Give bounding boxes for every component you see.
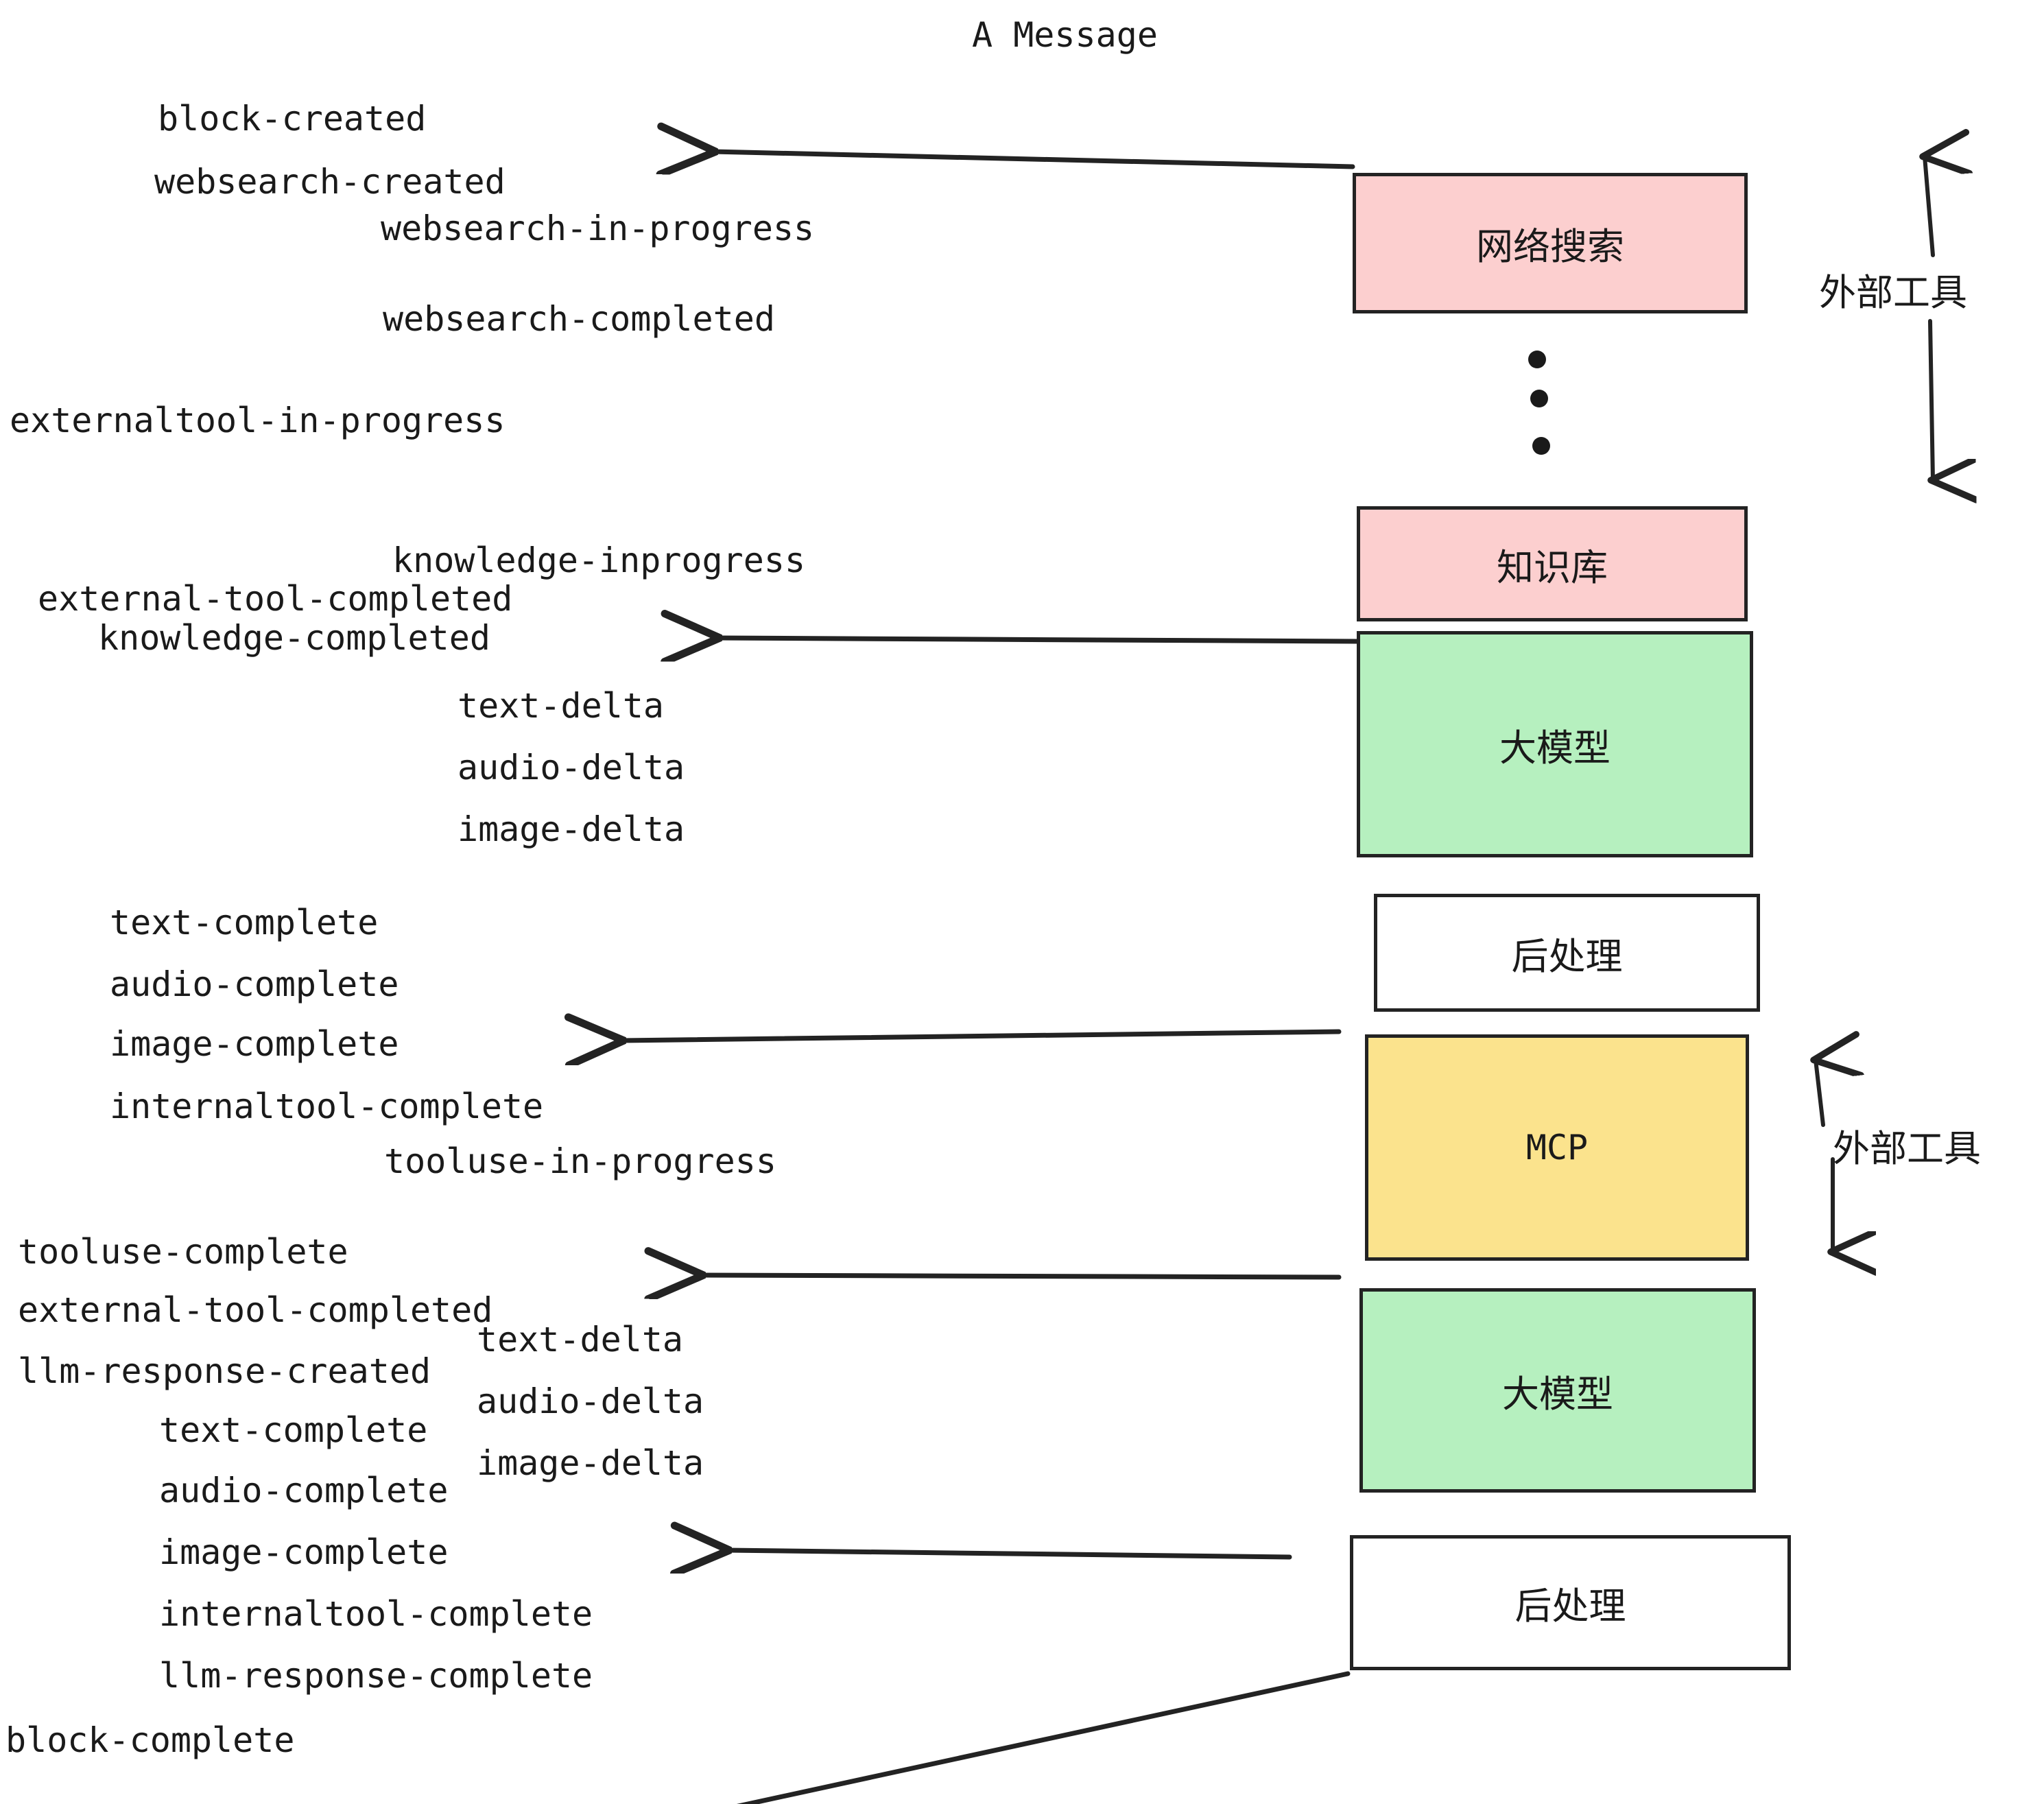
node-label: 大模型 [1499, 726, 1611, 770]
event-block-created: block-created [158, 99, 427, 139]
node-label: 后处理 [1511, 934, 1623, 978]
node-label: 后处理 [1514, 1585, 1626, 1628]
event-audio-delta-1: audio-delta [457, 748, 685, 787]
event-tooluse-complete: tooluse-complete [18, 1232, 348, 1272]
ellipsis-dot [1532, 437, 1550, 455]
node-llm-1[interactable]: 大模型 [1357, 631, 1753, 857]
node-label: MCP [1525, 1128, 1589, 1167]
event-block-complete: block-complete [5, 1720, 295, 1760]
event-image-complete-2: image-complete [159, 1532, 449, 1572]
event-knowledge-completed: knowledge-completed [98, 618, 490, 658]
node-knowledge[interactable]: 知识库 [1357, 506, 1748, 621]
event-knowledge-inprogress: knowledge-inprogress [392, 541, 806, 580]
node-postprocessing-1[interactable]: 后处理 [1374, 894, 1760, 1012]
node-llm-2[interactable]: 大模型 [1359, 1288, 1756, 1493]
bracket-external-tools-bottom [1816, 1060, 1833, 1252]
event-llm-response-created: llm-response-created [18, 1351, 431, 1391]
event-tooluse-in-progress: tooluse-in-progress [384, 1141, 776, 1181]
event-audio-delta-2: audio-delta [477, 1381, 704, 1421]
page-title: A Message [972, 15, 1158, 55]
event-llm-response-complete: llm-response-complete [159, 1656, 593, 1696]
node-label: 网络搜索 [1476, 225, 1624, 268]
event-audio-complete-1: audio-complete [110, 964, 399, 1004]
node-label: 大模型 [1502, 1372, 1613, 1416]
event-websearch-completed: websearch-completed [383, 299, 775, 339]
event-image-delta-2: image-delta [477, 1443, 704, 1483]
event-text-complete-2: text-complete [159, 1410, 428, 1450]
bracket-external-tools-top [1925, 156, 1933, 480]
event-external-tool-completed-2: external-tool-completed [18, 1290, 493, 1330]
event-text-delta-2: text-delta [477, 1320, 684, 1360]
event-text-delta-1: text-delta [457, 686, 665, 726]
event-audio-complete-2: audio-complete [159, 1471, 449, 1510]
node-postprocessing-2[interactable]: 后处理 [1350, 1535, 1791, 1670]
side-label-external-tools-bottom: 外部工具 [1833, 1127, 1981, 1170]
event-image-delta-1: image-delta [457, 809, 685, 849]
ellipsis-dot [1530, 390, 1548, 407]
event-websearch-in-progress: websearch-in-progress [381, 209, 815, 248]
arrow-websearch-to-block-created [713, 152, 1355, 167]
arrow-knowledge-to-knowledge-completed [717, 638, 1359, 641]
event-internaltool-complete-1: internaltool-complete [110, 1087, 544, 1126]
arrow-mcp-to-tooluse-complete [701, 1275, 1342, 1277]
node-label: 知识库 [1497, 545, 1608, 589]
event-externaltool-in-progress: externaltool-in-progress [10, 401, 506, 440]
arrow-llm2-to-audio-complete [727, 1550, 1292, 1557]
event-websearch-created: websearch-created [154, 162, 506, 202]
event-text-complete-1: text-complete [110, 903, 379, 942]
event-external-tool-completed-1: external-tool-completed [38, 579, 513, 619]
node-mcp[interactable]: MCP [1365, 1034, 1749, 1261]
side-label-external-tools-top: 外部工具 [1819, 271, 1967, 314]
node-websearch[interactable]: 网络搜索 [1353, 173, 1748, 313]
event-internaltool-complete-2: internaltool-complete [159, 1594, 593, 1634]
event-image-complete-1: image-complete [110, 1024, 399, 1064]
ellipsis-dot [1528, 351, 1546, 368]
arrow-postproc-to-image-complete [621, 1032, 1342, 1041]
